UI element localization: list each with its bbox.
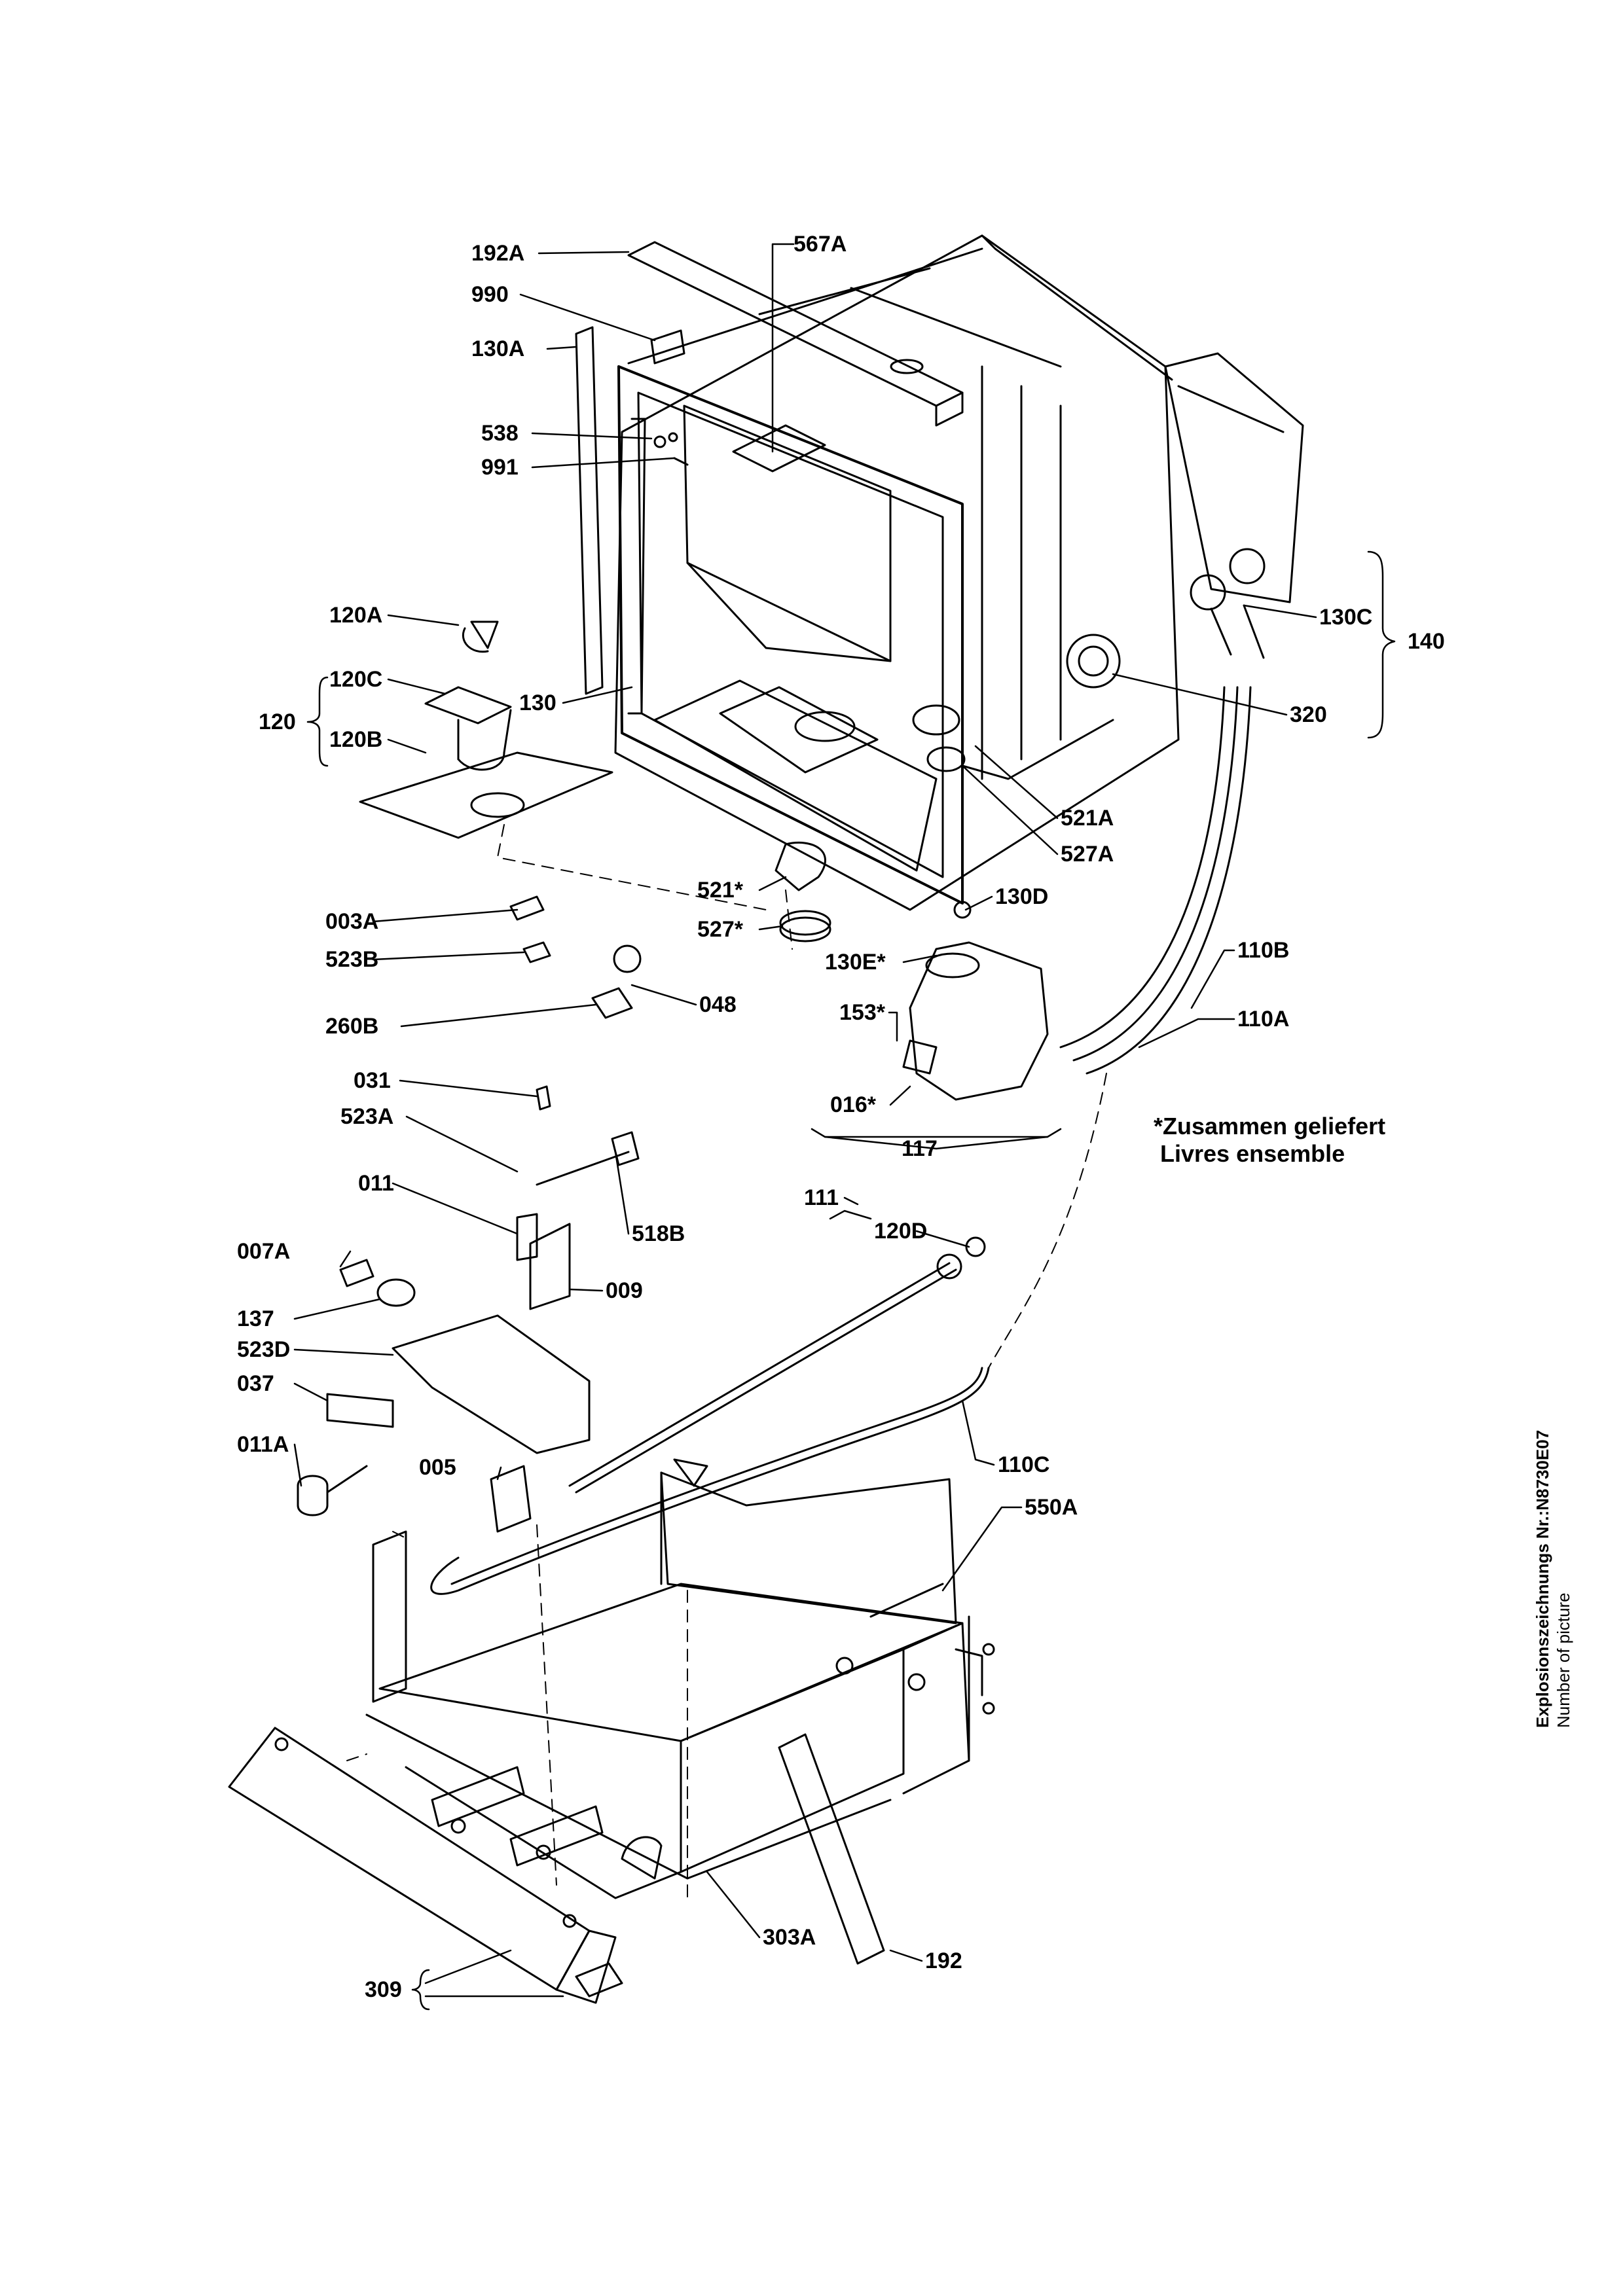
callout-110C: 110C (998, 1452, 1050, 1477)
callout-303A: 303A (763, 1925, 816, 1950)
supply-note-line-2: Livres ensemble (1160, 1140, 1345, 1167)
drawing-number-caption: Explosionszeichnungs Nr.:N8730E07 Number… (1532, 1427, 1591, 1728)
supply-note-line-1: *Zusammen geliefert (1154, 1113, 1386, 1139)
callout-031: 031 (354, 1068, 391, 1093)
callout-567A: 567A (793, 232, 847, 257)
callout-523D: 523D (237, 1337, 291, 1362)
callout-130D: 130D (995, 884, 1049, 909)
callout-016-star: 016* (830, 1092, 876, 1117)
callout-110A: 110A (1237, 1007, 1290, 1031)
heater-assembly (490, 1236, 986, 1533)
callout-260B: 260B (325, 1014, 379, 1039)
callout-521-star: 521* (697, 878, 743, 903)
callout-111: 111 (804, 1185, 839, 1210)
callout-527A: 527A (1061, 842, 1114, 867)
electrical-parts (297, 895, 642, 1516)
tub-assembly (575, 234, 1304, 1075)
callout-309: 309 (365, 1977, 402, 2002)
callout-110B: 110B (1237, 938, 1290, 963)
callout-153-star: 153* (839, 1000, 885, 1025)
callout-130A: 130A (471, 336, 525, 361)
callout-990: 990 (471, 282, 509, 307)
callout-140: 140 (1408, 629, 1445, 654)
callout-130E-star: 130E* (825, 950, 886, 975)
callout-120D: 120D (874, 1219, 928, 1244)
callout-048: 048 (699, 992, 737, 1017)
leader-lines (293, 243, 1317, 1998)
supply-note: *Zusammen geliefert Livres ensemble (1154, 1113, 1385, 1168)
assembly-guide-lines (346, 824, 1107, 1899)
callout-005: 005 (419, 1455, 456, 1480)
callout-120: 120 (259, 709, 296, 734)
callout-120B: 120B (329, 727, 383, 752)
callout-011: 011 (358, 1171, 394, 1196)
callout-130: 130 (519, 691, 556, 715)
callout-518B: 518B (632, 1221, 685, 1246)
callout-538: 538 (481, 421, 519, 446)
callout-192: 192 (925, 1948, 962, 1973)
drawing-number: Explosionszeichnungs Nr.:N8730E07 (1533, 1429, 1552, 1728)
callout-991: 991 (481, 455, 519, 480)
callout-523B: 523B (325, 947, 379, 972)
callout-003A: 003A (325, 909, 379, 934)
callout-009: 009 (606, 1278, 643, 1303)
sump-assembly (775, 841, 1049, 1101)
callout-137: 137 (237, 1306, 274, 1331)
callout-011A: 011A (237, 1432, 289, 1457)
group-braces (306, 550, 1396, 2011)
callout-192A: 192A (471, 241, 525, 266)
drawing-number-subtitle: Number of picture (1554, 1592, 1573, 1728)
filter-assembly (359, 620, 613, 839)
callout-521A: 521A (1061, 806, 1114, 831)
callout-523A: 523A (340, 1104, 394, 1129)
callout-037: 037 (237, 1371, 274, 1396)
callout-550A: 550A (1025, 1495, 1078, 1520)
callout-320: 320 (1290, 702, 1327, 727)
callout-007A: 007A (237, 1239, 291, 1264)
callout-117: 117 (902, 1136, 938, 1161)
callout-120C: 120C (329, 667, 383, 692)
callout-120A: 120A (329, 603, 383, 628)
callout-527-star: 527* (697, 917, 743, 942)
base-assembly (228, 1458, 995, 2004)
inlet-hose (430, 1367, 990, 1595)
callout-130C: 130C (1319, 605, 1373, 630)
